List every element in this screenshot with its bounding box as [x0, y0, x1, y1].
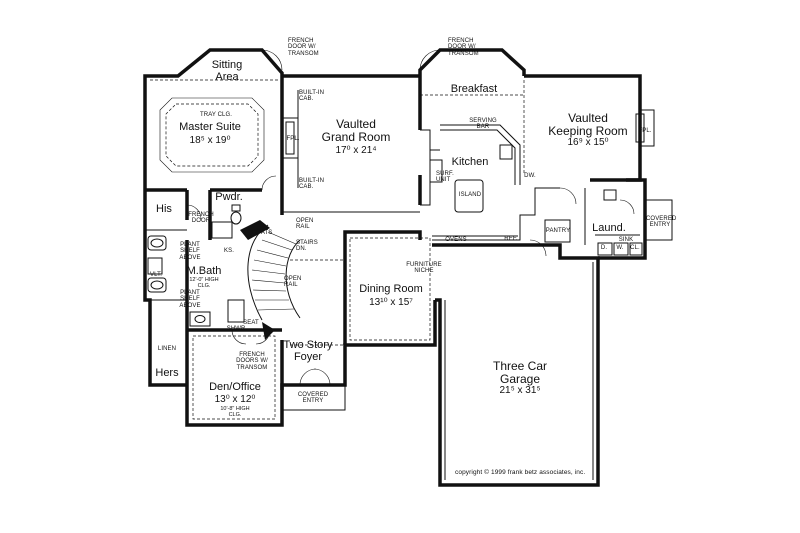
dining-room-dim: 13¹⁰ x 15⁷: [369, 297, 413, 308]
hers-closet-label: Hers: [155, 367, 179, 379]
ks-note: KS.: [224, 248, 234, 254]
surf-unit-note: SURF. UNIT: [436, 171, 454, 184]
master-suite-label: Master Suite: [179, 121, 241, 133]
tray-ceiling-note: TRAY CLG.: [200, 112, 233, 118]
pantry-note: PANTRY: [545, 228, 571, 234]
linen-note: LINEN: [157, 346, 177, 352]
closet-note: CL.: [630, 245, 640, 251]
ovens-note: OVENS: [445, 237, 467, 243]
breakfast-label: Breakfast: [450, 83, 498, 95]
garage-dim: 21⁵ x 31⁵: [499, 385, 541, 396]
french-doors-den-note: FRENCH DOORS W/ TRANSOM: [236, 352, 268, 371]
covered-entry-side-note: COVERED ENTRY: [646, 216, 677, 229]
keeping-room-dim: 16⁹ x 15⁰: [567, 137, 609, 148]
two-story-foyer-label: Two Story Foyer: [283, 339, 333, 363]
sink-note: SINK: [618, 237, 634, 243]
french-door-note-right: FRENCH DOOR W/ TRANSOM: [448, 38, 479, 57]
laundry-label: Laund.: [592, 222, 626, 234]
den-ceiling-note: 10'-8" HIGH CLG.: [220, 406, 250, 418]
den-office-label: Den/Office: [209, 381, 261, 393]
master-bath-label: M.Bath: [186, 265, 222, 277]
grand-room-dim: 17⁰ x 21⁴: [335, 145, 377, 156]
shower-note: SHWR.: [226, 326, 248, 332]
dryer-note: D.: [600, 245, 608, 251]
island-note: ISLAND: [458, 192, 482, 198]
open-rail-top-note: OPEN RAIL: [296, 218, 314, 231]
kitchen-label: Kitchen: [451, 156, 489, 168]
refrigerator-note: REF.: [504, 236, 518, 242]
vault-note: VLT.: [150, 272, 162, 278]
door-swings: [186, 49, 635, 386]
powder-room-label: Pwdr.: [215, 191, 243, 203]
bath-fixtures: [147, 189, 617, 327]
furniture-niche-note: FURNITURE NICHE: [406, 262, 442, 275]
builtin-cab-bottom: BUILT-IN CAB.: [299, 178, 325, 191]
stairs-down-note: STAIRS DN.: [296, 240, 318, 253]
french-door-note-left: FRENCH DOOR W/ TRANSOM: [288, 38, 319, 57]
washer-note: W.: [616, 245, 624, 251]
serving-bar-note: SERVING BAR: [469, 118, 497, 131]
builtin-cab-top: BUILT-IN CAB.: [299, 90, 325, 103]
dishwasher-note: DW.: [524, 173, 536, 179]
garage-label: Three Car Garage: [492, 359, 548, 386]
exterior-walls: [143, 48, 673, 487]
curved-staircase: [211, 220, 301, 340]
plant-shelf-bottom-note: PLANT SHELF ABOVE: [179, 290, 201, 309]
sitting-area-label: Sitting Area: [211, 59, 243, 83]
covered-entry-front-note: COVERED ENTRY: [297, 392, 329, 405]
dining-room-label: Dining Room: [359, 283, 423, 295]
coats-note: COATS: [251, 230, 273, 236]
fireplace-right-note: FPL.: [638, 128, 652, 134]
grand-room-label: Vaulted Grand Room: [321, 117, 391, 144]
fireplace-left-note: FPL.: [286, 136, 300, 142]
his-closet-label: His: [156, 203, 172, 215]
master-suite-dim: 18⁵ x 19⁰: [189, 135, 231, 146]
french-door-his-note: FRENCH DOOR: [188, 212, 214, 225]
den-office-dim: 13⁰ x 12⁰: [214, 394, 256, 405]
seat-note: SEAT: [243, 320, 259, 326]
open-rail-mid-note: OPEN RAIL: [284, 276, 302, 289]
keeping-room-label: Vaulted Keeping Room: [548, 111, 628, 138]
plant-shelf-top-note: PLANT SHELF ABOVE: [179, 242, 201, 261]
copyright-note: copyright © 1999 frank betz associates, …: [455, 469, 586, 476]
master-bath-ceiling-note: 12'-0" HIGH CLG.: [189, 277, 219, 289]
